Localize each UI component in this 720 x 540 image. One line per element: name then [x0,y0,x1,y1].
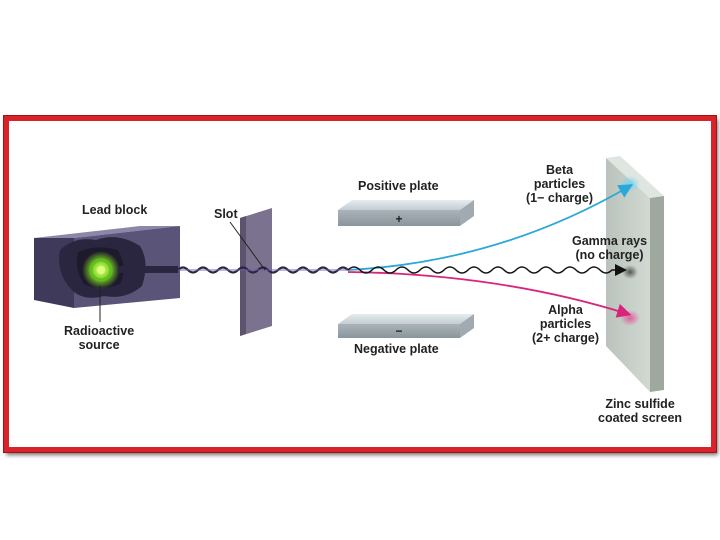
plus-sign: + [395,212,402,226]
negative-plate [338,314,474,338]
gamma-label-line2: (no charge) [575,248,644,262]
radioactive-source [82,251,178,289]
positive-plate-label: Positive plate [358,179,439,193]
beta-label-line3: (1− charge) [526,191,594,205]
beta-particles-label: Beta particles (1− charge) [526,163,593,205]
gamma-label-line1: Gamma rays [572,234,648,248]
screen-label-line1: Zinc sulfide [605,397,675,411]
gamma-rays-label: Gamma rays (no charge) [572,234,647,262]
screen-label-line2: coated screen [598,411,683,425]
zinc-sulfide-screen-label: Zinc sulfide coated screen [598,397,682,425]
zinc-sulfide-screen [606,156,664,392]
alpha-label-line3: (2+ charge) [532,331,600,345]
gamma-ray [347,264,627,276]
lead-block-label: Lead block [82,203,148,217]
negative-plate-label: Negative plate [354,342,439,356]
beta-label-line1: Beta [545,163,574,177]
minus-sign: − [395,324,402,338]
positive-plate [338,200,474,226]
beta-label-line2: particles [533,177,586,191]
radioactive-source-label: Radioactive source [64,324,134,352]
radioactive-source-label-line1: Radioactive [64,324,135,338]
alpha-label-line1: Alpha [548,303,583,317]
alpha-ray [347,271,632,318]
slot-pointer-line [229,221,266,271]
alpha-particles-label: Alpha particles (2+ charge) [532,303,599,345]
slot-label: Slot [214,207,238,221]
beta-ray [347,184,634,271]
radioactive-source-label-line2: source [78,338,120,352]
alpha-label-line2: particles [539,317,592,331]
